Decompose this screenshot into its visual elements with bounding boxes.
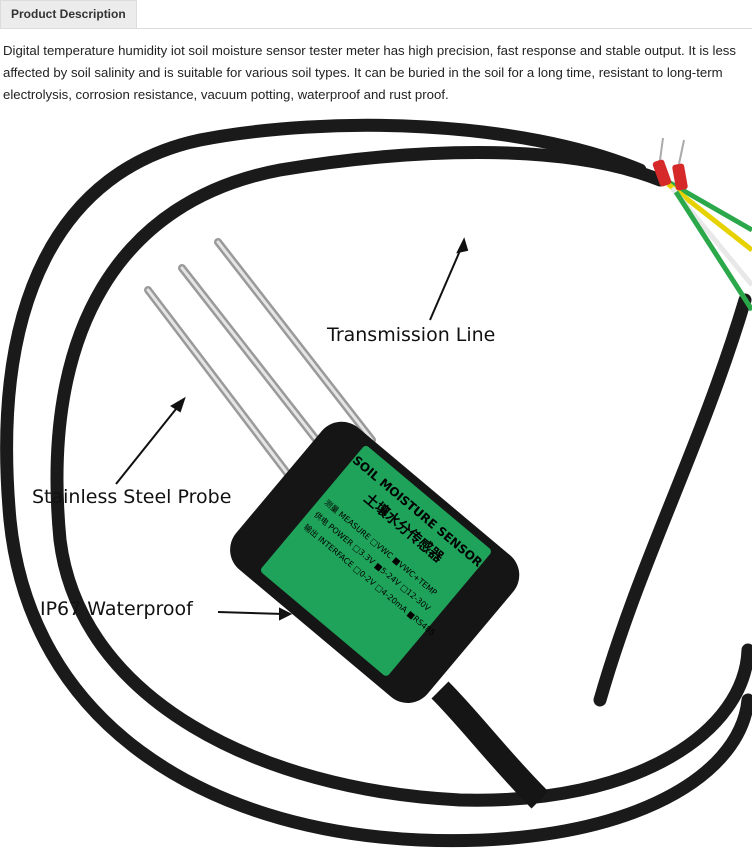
callout-ip67-waterproof: IP67 Waterproof: [40, 598, 193, 620]
steel-probes: [144, 238, 376, 494]
tab-bar: Product Description: [0, 0, 752, 29]
product-photo: SOIL MOISTURE SENSOR 土壤水分传感器 测量 MEASURE …: [0, 108, 752, 854]
callout-arrows: [115, 237, 469, 621]
callout-transmission-line: Transmission Line: [327, 324, 496, 346]
product-description-text: Digital temperature humidity iot soil mo…: [3, 43, 736, 102]
wire-ends: [652, 137, 752, 312]
sensor-housing: [230, 421, 549, 809]
cable: [0, 118, 752, 848]
tab-product-description[interactable]: Product Description: [0, 0, 137, 28]
callout-stainless-steel-probe: Stainless Steel Probe: [32, 486, 232, 508]
